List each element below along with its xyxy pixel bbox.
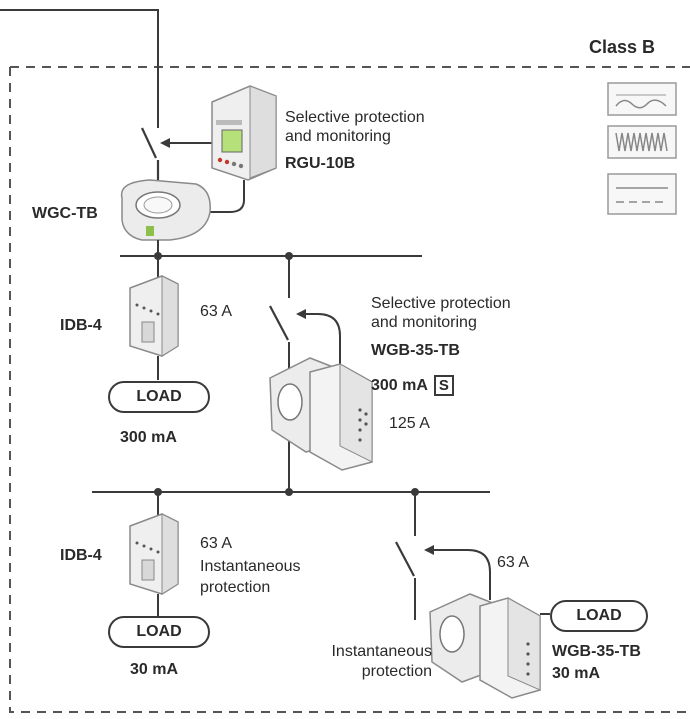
wgb-upper-current: 300 mA — [371, 377, 428, 394]
idb-4-lower-device — [129, 513, 179, 595]
wgb-lower-note-line2: protection — [361, 663, 432, 680]
waveform-smooth-icon — [607, 82, 677, 116]
waveform-dc-icon — [607, 173, 677, 215]
upper-trip-arrow — [296, 309, 341, 372]
class-b-zone-border — [9, 66, 690, 713]
lower-trip-arrow — [424, 545, 491, 600]
rgu-description-line2: and monitoring — [285, 128, 391, 145]
idb-lower-note-line1: Instantaneous — [200, 558, 301, 575]
rgu-model-label: RGU-10B — [285, 155, 356, 172]
wgb-lower-model-label: WGB-35-TB — [552, 643, 641, 660]
class-b-label: Class B — [589, 37, 656, 57]
rgu-sense-cable — [200, 180, 245, 213]
main-switch — [141, 127, 160, 186]
wgc-model-label: WGC-TB — [32, 205, 98, 222]
wgb-lower-rating: 63 A — [497, 554, 530, 571]
idb-upper-rating: 63 A — [200, 303, 233, 320]
idb-lower-load-box: LOAD — [108, 616, 210, 648]
rgu-10b-device — [211, 85, 277, 181]
wgb-upper-current-row: 300 mA S — [371, 375, 454, 396]
upper-branch-switch — [269, 305, 289, 341]
idb-4-upper-device — [129, 275, 179, 357]
wgb-upper-model-label: WGB-35-TB — [371, 342, 460, 359]
idb-lower-current: 30 mA — [130, 661, 179, 678]
wgb-upper-description-line2: and monitoring — [371, 314, 477, 331]
incoming-feeder — [0, 9, 159, 128]
idb-lower-note-line2: protection — [200, 579, 271, 596]
rgu-description-line1: Selective protection — [285, 109, 425, 126]
wgb-lower-load-box: LOAD — [550, 600, 648, 632]
wgb-upper-rating: 125 A — [389, 415, 430, 432]
lower-branch-switch — [395, 541, 415, 577]
idb-upper-current: 300 mA — [120, 429, 177, 446]
wgb-upper-description-line1: Selective protection — [371, 295, 511, 312]
wgb-lower-current: 30 mA — [552, 665, 601, 682]
wgb-35-tb-upper-device — [269, 357, 373, 471]
selective-badge: S — [433, 375, 454, 396]
waveform-dense-icon — [607, 125, 677, 159]
idb-lower-rating: 63 A — [200, 535, 233, 552]
idb-upper-model-label: IDB-4 — [60, 317, 102, 334]
idb-upper-load-box: LOAD — [108, 381, 210, 413]
idb-lower-model-label: IDB-4 — [60, 547, 102, 564]
wgb-35-tb-lower-device — [429, 593, 541, 699]
wgc-tb-transformer — [120, 179, 211, 241]
wgb-lower-note-line1: Instantaneous — [331, 643, 432, 660]
